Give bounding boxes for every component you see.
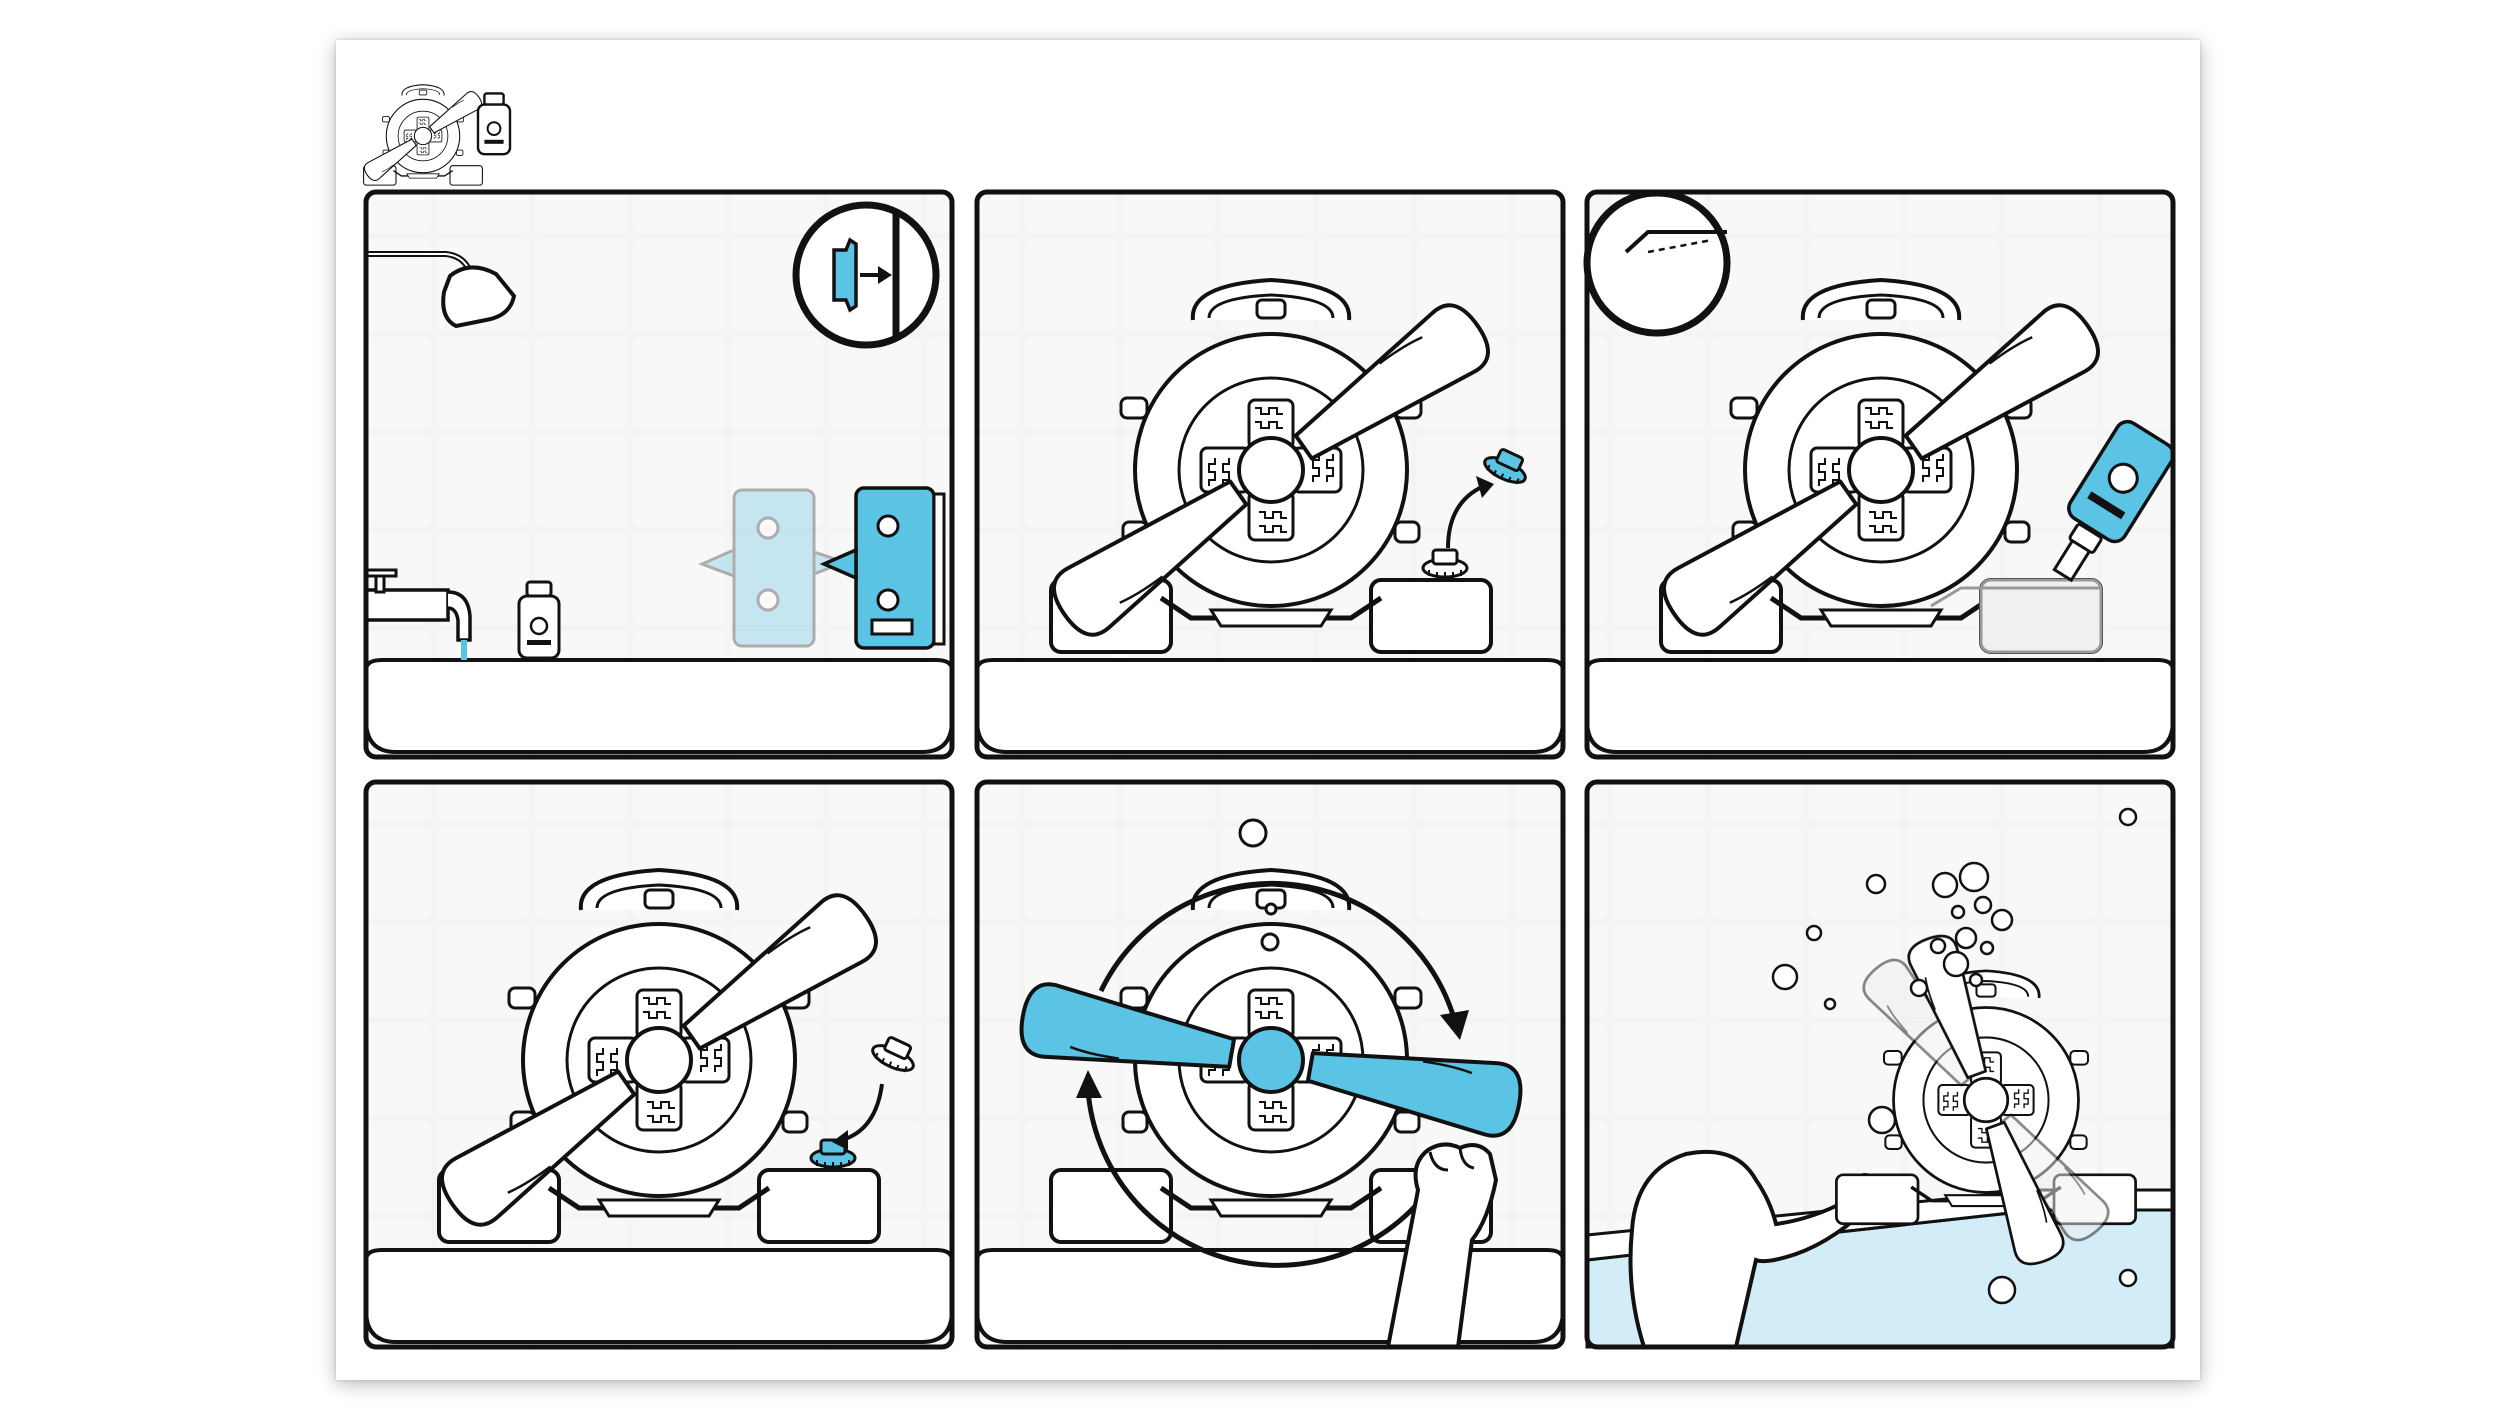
- panel-step-4: [363, 779, 955, 1350]
- panel-step-5: [974, 779, 1566, 1350]
- panel-step-3: [1583, 189, 2176, 760]
- arrow-icon: [832, 1083, 884, 1150]
- arrow-icon: [860, 266, 892, 284]
- soap-bottle-icon: [476, 92, 512, 156]
- instruction-illustration: [336, 40, 2176, 1350]
- panel-step-2: [974, 189, 1566, 760]
- panel-step-6: [1584, 779, 2176, 1350]
- hand-icon: [1385, 1142, 1499, 1349]
- propeller-toy-icon: [1836, 929, 2135, 1271]
- child-icon: [1628, 1149, 1878, 1349]
- fill-line-icon: [1583, 189, 1731, 337]
- arrow-icon: [1446, 476, 1494, 549]
- soap-bottle-icon: [2052, 419, 2176, 583]
- bubble-icon: [1238, 818, 1280, 952]
- propeller-toy-icon: [1014, 870, 1528, 1242]
- faucet-icon: [364, 568, 472, 660]
- toy-mount-icon: [698, 488, 849, 648]
- bath-toy-icon: [362, 85, 485, 185]
- toy-mount-icon: [819, 486, 946, 650]
- rotation-arrow-icon: [1076, 880, 1469, 1268]
- shower-head-icon: [368, 251, 517, 329]
- instruction-sheet: [336, 40, 2200, 1380]
- bubble-icon: [1771, 807, 2138, 1305]
- panel-step-1: [363, 189, 955, 760]
